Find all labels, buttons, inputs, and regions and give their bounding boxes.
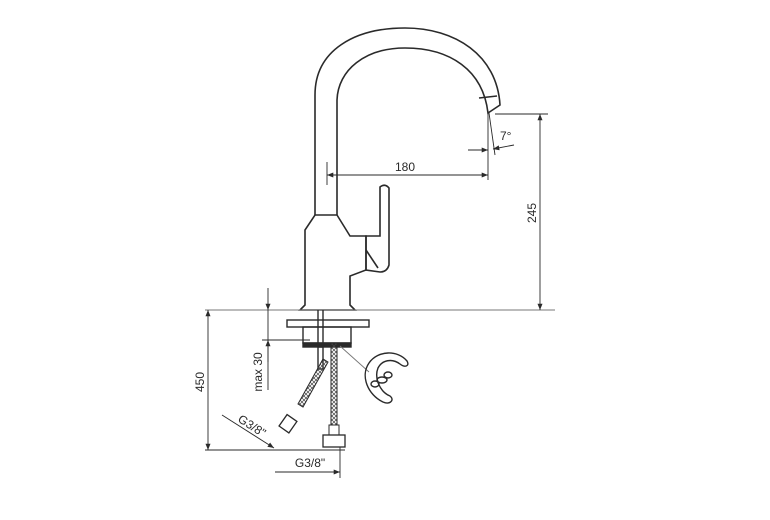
braided-hoses bbox=[278, 342, 346, 448]
dimension-height bbox=[495, 113, 548, 310]
faucet-body bbox=[298, 214, 367, 311]
dimension-angle bbox=[468, 112, 515, 156]
lever-handle bbox=[365, 184, 390, 273]
countertop-label: max 30 bbox=[251, 352, 265, 392]
dimension-connection-bottom bbox=[275, 447, 341, 478]
connection-bottom-label: G3/8" bbox=[295, 456, 325, 470]
angle-label: 7° bbox=[500, 129, 512, 143]
dimension-hose-length bbox=[205, 310, 345, 451]
connection-left-label: G3/8" bbox=[235, 412, 268, 440]
hose-length-label: 450 bbox=[193, 372, 207, 392]
height-label: 245 bbox=[525, 203, 539, 223]
spout bbox=[314, 27, 501, 215]
dimension-countertop bbox=[262, 288, 310, 390]
dimension-connection-left bbox=[221, 414, 275, 449]
mounting-assembly bbox=[286, 310, 370, 370]
reach-label: 180 bbox=[395, 160, 415, 174]
dimension-reach bbox=[326, 113, 489, 185]
horseshoe-washer bbox=[339, 345, 409, 404]
